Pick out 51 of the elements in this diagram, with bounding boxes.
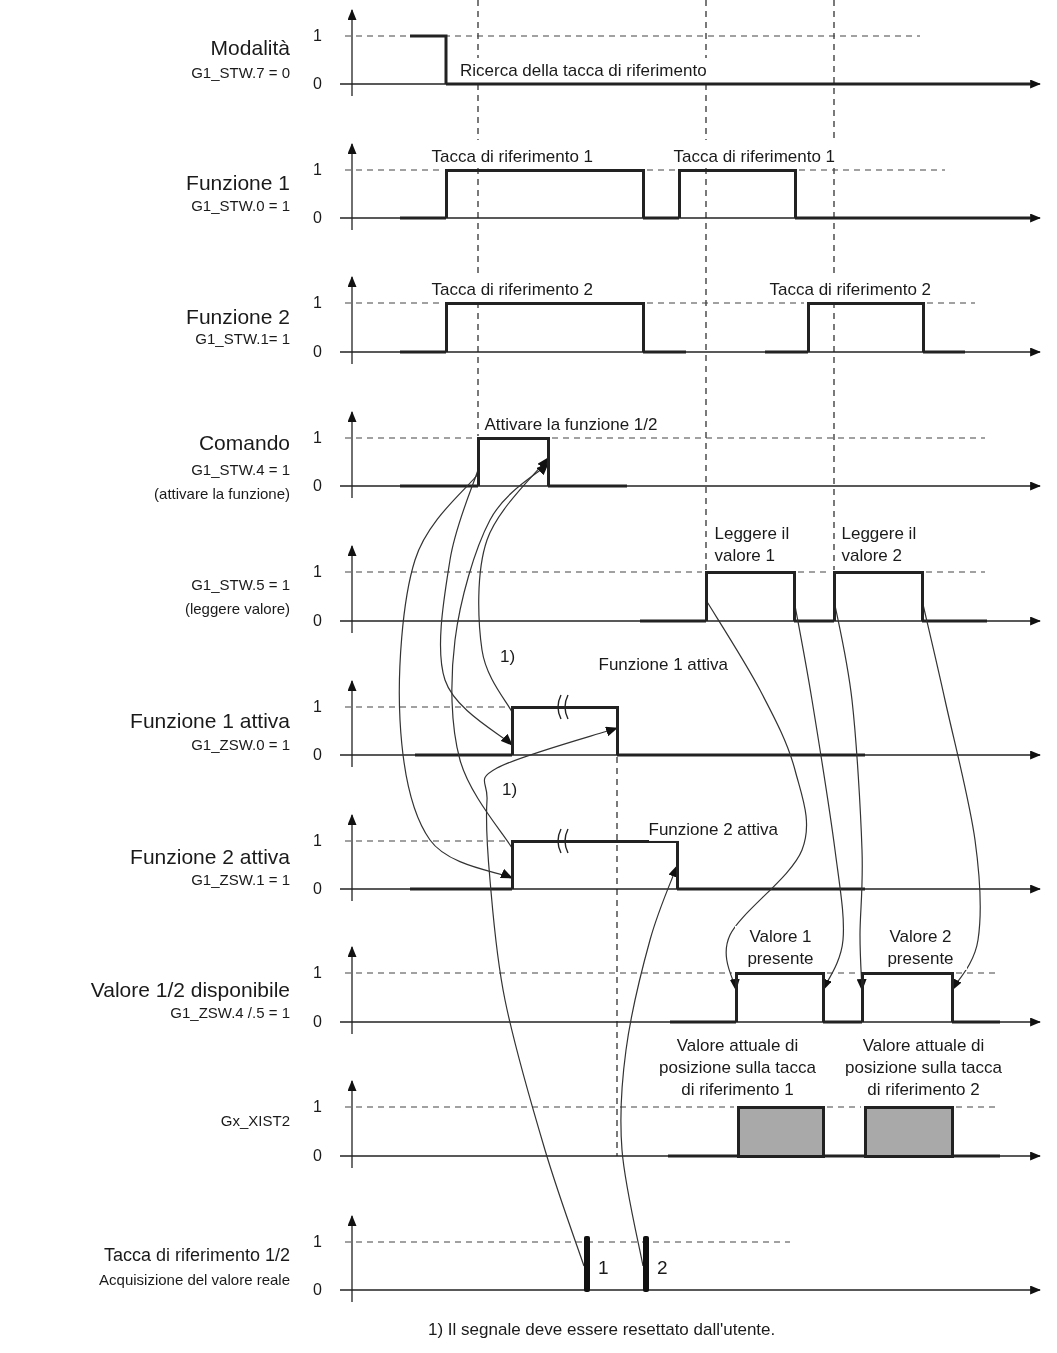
- signal-address: G1_STW.1= 1: [195, 330, 290, 348]
- signal-name: Funzione 1: [186, 170, 290, 196]
- note: 1) Il segnale deve essere resettato dall'utente.: [428, 1320, 776, 1340]
- level-label: 0: [313, 342, 322, 362]
- signal-name: Modalità: [210, 35, 290, 61]
- arrow: [483, 726, 618, 1267]
- signal-name: Comando: [198, 430, 290, 456]
- signal-address: G1_STW.4 = 1: [191, 461, 290, 479]
- signal-address: G1_STW.7 = 0: [191, 64, 290, 82]
- arrow: [478, 457, 549, 713]
- level-label: 0: [313, 208, 322, 228]
- signal-address: Acquisizione del valore reale: [99, 1271, 290, 1289]
- level-label: 1: [313, 1097, 322, 1117]
- signal-address: G1_ZSW.4 /.5 = 1: [170, 1004, 290, 1022]
- signal-name: Tacca di riferimento 1/2: [103, 1244, 290, 1266]
- note: Ricerca della tacca di riferimento: [460, 61, 707, 81]
- signal-address: G1_ZSW.1 = 1: [191, 871, 290, 889]
- level-label: 1: [313, 160, 322, 180]
- level-label: 1: [313, 1232, 322, 1252]
- level-label: 0: [313, 611, 322, 631]
- level-label: 0: [313, 476, 322, 496]
- reference-mark: [643, 1236, 649, 1292]
- level-label: 1: [313, 697, 322, 717]
- signal-name: Funzione 2 attiva: [130, 844, 290, 870]
- level-label: 0: [313, 74, 322, 94]
- signal-address: Gx_XIST2: [220, 1112, 290, 1130]
- level-label: 0: [313, 1280, 322, 1300]
- reference-mark: [584, 1236, 590, 1292]
- level-label: 0: [313, 745, 322, 765]
- arrow: [451, 463, 549, 849]
- level-label: 0: [313, 1146, 322, 1166]
- signal-name: Funzione 2: [186, 304, 290, 330]
- signal-address: (leggere valore): [184, 600, 290, 618]
- signal-address: G1_STW.0 = 1: [191, 197, 290, 215]
- footnote-mark: 1): [502, 780, 518, 800]
- signal-name: Valore 1/2 disponibile: [90, 977, 290, 1003]
- signal-name: Funzione 1 attiva: [130, 708, 290, 734]
- level-label: 1: [313, 26, 322, 46]
- footnote-mark: 1): [500, 647, 516, 667]
- level-label: 1: [313, 831, 322, 851]
- level-label: 0: [313, 1012, 322, 1032]
- level-label: 1: [313, 963, 322, 983]
- level-label: 1: [313, 428, 322, 448]
- signal-address: (attivare la funzione): [154, 485, 290, 503]
- level-label: 1: [313, 562, 322, 582]
- level-label: 1: [313, 293, 322, 313]
- level-label: 0: [313, 879, 322, 899]
- signal-address: G1_STW.5 = 1: [191, 576, 290, 594]
- arrow: [398, 473, 513, 879]
- arrow: [620, 865, 678, 1267]
- signal-address: G1_ZSW.0 = 1: [191, 736, 290, 754]
